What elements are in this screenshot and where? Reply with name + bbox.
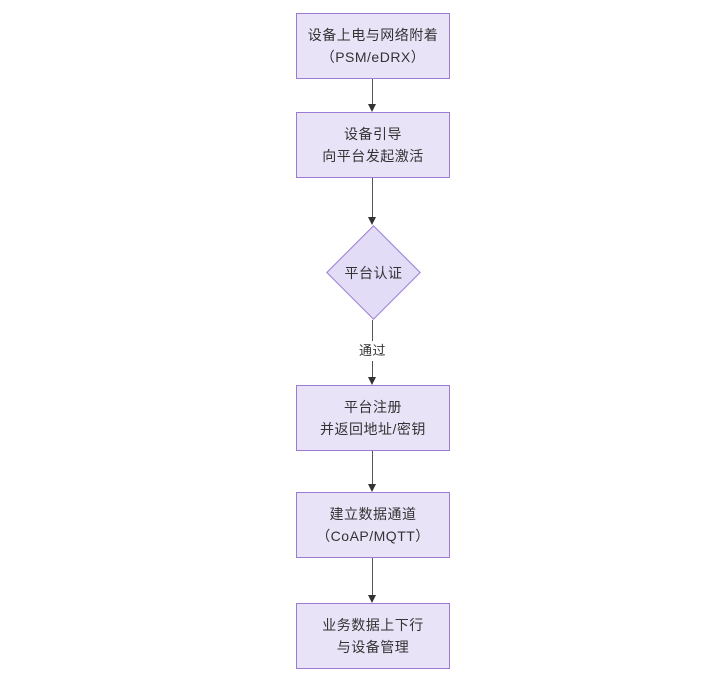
node-label-line1: 设备上电与网络附着 <box>307 27 439 43</box>
node-label-line1: 平台注册 <box>344 399 402 415</box>
node-device-bootstrap[interactable]: 设备引导 向平台发起激活 <box>296 112 450 178</box>
node-establish-data-channel[interactable]: 建立数据通道 （CoAP/MQTT） <box>296 492 450 558</box>
arrowhead-bootstrap-to-auth <box>368 217 376 225</box>
arrowhead-power-to-bootstrap <box>368 104 376 112</box>
node-label-line2: （PSM/eDRX） <box>320 49 426 65</box>
connector-register-to-channel <box>372 451 373 484</box>
connector-bootstrap-to-auth <box>372 178 373 217</box>
connector-channel-to-business <box>372 558 373 595</box>
node-label-line2: （CoAP/MQTT） <box>316 528 430 544</box>
arrowhead-register-to-channel <box>368 484 376 492</box>
node-label-line2: 向平台发起激活 <box>322 148 424 164</box>
node-device-power-on[interactable]: 设备上电与网络附着 （PSM/eDRX） <box>296 13 450 79</box>
node-platform-authentication[interactable]: 平台认证 <box>326 225 421 320</box>
arrowhead-auth-to-register <box>368 377 376 385</box>
node-business-data-and-device-management[interactable]: 业务数据上下行 与设备管理 <box>296 603 450 669</box>
node-label-line1: 建立数据通道 <box>329 506 417 522</box>
node-label-line1: 平台认证 <box>344 264 403 281</box>
arrowhead-channel-to-business <box>368 595 376 603</box>
edge-label-pass: 通过 <box>356 341 390 361</box>
node-platform-registration[interactable]: 平台注册 并返回地址/密钥 <box>296 385 450 451</box>
node-label-line1: 业务数据上下行 <box>322 617 424 633</box>
node-label-line2: 并返回地址/密钥 <box>320 421 426 437</box>
node-label-line2: 与设备管理 <box>336 639 410 655</box>
node-label-line1: 设备引导 <box>344 126 402 142</box>
connector-power-to-bootstrap <box>372 79 373 104</box>
